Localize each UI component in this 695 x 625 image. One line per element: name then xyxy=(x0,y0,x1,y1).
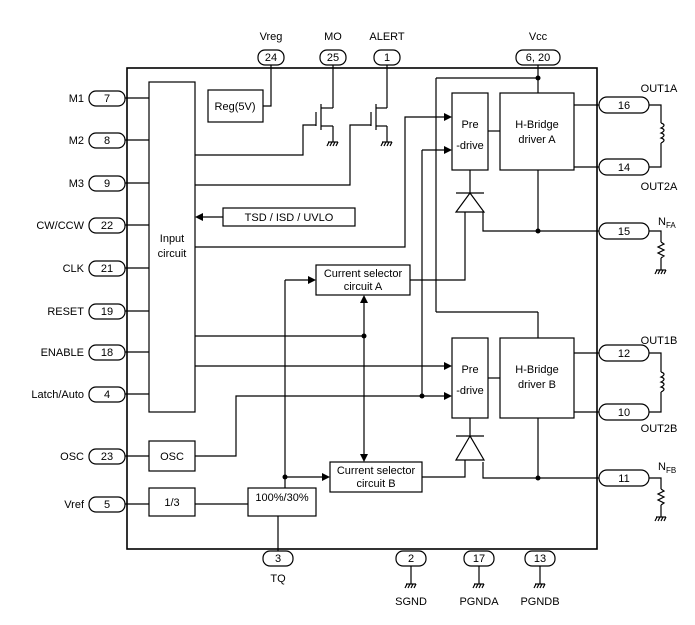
pin-label-enable: ENABLE xyxy=(41,347,84,359)
pin-number-24: 24 xyxy=(265,52,277,64)
pin-number-19: 19 xyxy=(101,306,113,318)
ground-symbol-pgnda xyxy=(472,577,485,589)
pin-label-osc: OSC xyxy=(60,451,84,463)
hbridge-a-label-2: driver A xyxy=(518,134,556,146)
pin-label-cw-ccw: CW/CCW xyxy=(36,220,84,232)
pin-label-sgnd: SGND xyxy=(395,596,427,608)
pin-number-13: 13 xyxy=(534,553,546,565)
regulator-block xyxy=(207,89,264,123)
hbridge-a-label-1: H-Bridge xyxy=(515,119,558,131)
comparator-a xyxy=(454,191,486,213)
pin-number-25: 25 xyxy=(327,52,339,64)
divider-label: 1/3 xyxy=(164,497,179,509)
hbridge-a-block xyxy=(499,92,575,171)
ground-symbol-pgndb xyxy=(533,577,546,589)
pin-number-1: 1 xyxy=(384,52,390,64)
pin-number-7: 7 xyxy=(104,93,110,105)
pin-label-clk: CLK xyxy=(63,263,85,275)
pin-number-12: 12 xyxy=(618,348,630,360)
ground-symbol-alert xyxy=(380,135,393,147)
predrive-b-block xyxy=(451,337,489,419)
pin-label-m2: M2 xyxy=(69,135,84,147)
pin-label-latch-auto: Latch/Auto xyxy=(31,389,84,401)
pin-label-tq: TQ xyxy=(270,573,286,585)
current-selector-b-label-1: Current selector xyxy=(337,465,416,477)
pin-label-nfa: NFA xyxy=(658,216,676,230)
pin-label-out1a: OUT1A xyxy=(641,83,678,95)
current-selector-b-label-2: circuit B xyxy=(356,478,395,490)
pin-number-2: 2 xyxy=(408,553,414,565)
pin-number-21: 21 xyxy=(101,263,113,275)
pin-number-17: 17 xyxy=(473,553,485,565)
pin-label-nfb: NFB xyxy=(658,461,676,475)
pin-label-m1: M1 xyxy=(69,93,84,105)
current-selector-a-block xyxy=(315,264,411,296)
pin-label-pgndb: PGNDB xyxy=(520,596,559,608)
pin-number-18: 18 xyxy=(101,347,113,359)
pin-number-8: 8 xyxy=(104,135,110,147)
ground-symbol-nfb xyxy=(654,510,667,522)
hbridge-b-label-2: driver B xyxy=(518,379,556,391)
hbridge-b-label-1: H-Bridge xyxy=(515,364,558,376)
pin-label-m3: M3 xyxy=(69,178,84,190)
pin-label-out2b: OUT2B xyxy=(641,423,678,435)
pin-number-16: 16 xyxy=(618,100,630,112)
pin-number-9: 9 xyxy=(104,178,110,190)
input-circuit-block xyxy=(148,81,196,413)
pin-label-alert: ALERT xyxy=(369,31,405,43)
ground-symbol-sgnd xyxy=(404,577,417,589)
input-circuit-label-1: Input xyxy=(160,233,184,245)
predrive-b-label-2: -drive xyxy=(456,385,484,397)
left-pins: M1 7 M2 8 M3 9 CW/CCW 22 CLK 21 RESET 19… xyxy=(31,90,126,513)
pin-number-15: 15 xyxy=(618,226,630,238)
current-selector-b-block xyxy=(329,461,423,493)
divider-block xyxy=(148,487,196,517)
pin-number-10: 10 xyxy=(618,407,630,419)
pin-number-23: 23 xyxy=(101,451,113,463)
pin-number-11: 11 xyxy=(618,473,629,485)
tsd-isd-uvlo-label: TSD / ISD / UVLO xyxy=(245,212,334,224)
ic-package-outline xyxy=(126,67,598,550)
pin-number-3: 3 xyxy=(275,553,281,565)
torque-block xyxy=(247,487,317,517)
pin-label-mo: MO xyxy=(324,31,342,43)
ground-symbol-nfa xyxy=(654,263,667,275)
current-selector-a-label-1: Current selector xyxy=(324,268,403,280)
pin-number-14: 14 xyxy=(618,162,630,174)
current-selector-a-label-2: circuit A xyxy=(344,281,383,293)
pin-label-vref: Vref xyxy=(64,499,85,511)
torque-label: 100%/30% xyxy=(255,492,308,504)
pin-label-vcc: Vcc xyxy=(529,31,548,43)
predrive-a-label-1: Pre xyxy=(461,119,478,131)
pin-number-22: 22 xyxy=(101,220,113,232)
pin-number-4: 4 xyxy=(104,389,110,401)
predrive-a-block xyxy=(451,92,489,171)
wiring xyxy=(125,65,667,551)
predrive-a-label-2: -drive xyxy=(456,140,484,152)
comparator-b xyxy=(454,434,486,461)
predrive-b-label-1: Pre xyxy=(461,364,478,376)
pin-label-reset: RESET xyxy=(47,306,84,318)
regulator-label: Reg(5V) xyxy=(215,101,256,113)
pin-number-5: 5 xyxy=(104,499,110,511)
hbridge-b-block xyxy=(499,337,575,419)
pin-label-vreg: Vreg xyxy=(260,31,283,43)
input-circuit-label-2: circuit xyxy=(158,248,187,260)
ground-symbol-mo xyxy=(326,135,339,147)
pin-label-pgnda: PGNDA xyxy=(459,596,499,608)
osc-label: OSC xyxy=(160,451,184,463)
pin-label-out1b: OUT1B xyxy=(641,335,678,347)
pin-number-6-20: 6, 20 xyxy=(526,52,550,64)
pin-label-out2a: OUT2A xyxy=(641,181,678,193)
